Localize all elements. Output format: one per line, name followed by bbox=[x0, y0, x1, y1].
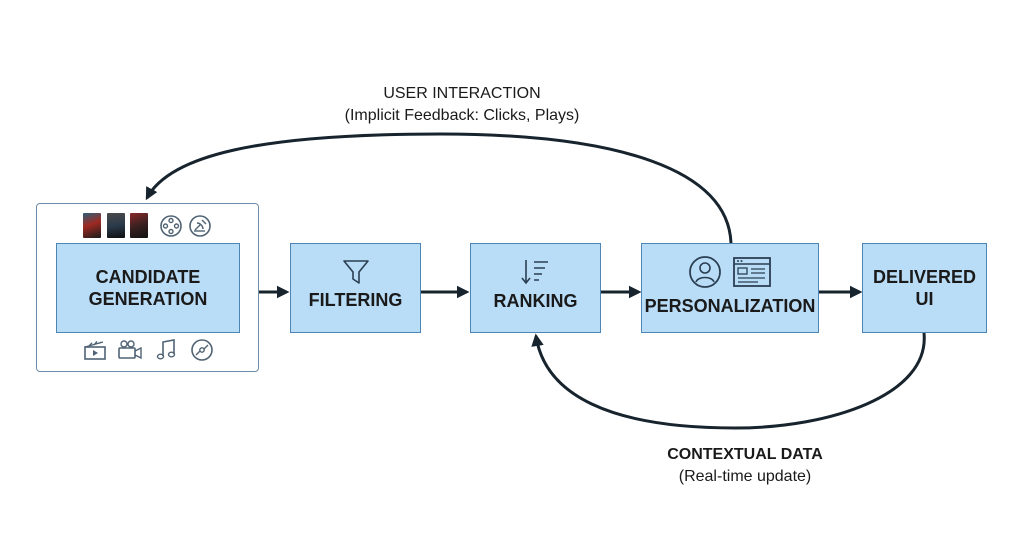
delivered-ui-label-line2: UI bbox=[915, 289, 934, 309]
satellite-dish-icon bbox=[189, 215, 211, 237]
contextual-data-caption: CONTEXTUAL DATA (Real-time update) bbox=[620, 444, 870, 488]
delivered-ui-label-line1: DELIVERED bbox=[872, 267, 977, 287]
personalization-label: PERSONALIZATION bbox=[644, 296, 816, 316]
video-camera-icon bbox=[118, 340, 142, 360]
contextual-data-loop-arrow bbox=[531, 332, 926, 430]
personalization-node: PERSONALIZATION bbox=[641, 243, 819, 333]
film-reel-icon bbox=[160, 215, 182, 237]
candidate-generation-label-line1: CANDIDATE bbox=[95, 267, 201, 287]
filtering-node: FILTERING bbox=[290, 243, 421, 333]
movie-poster-icon bbox=[107, 213, 125, 238]
user-interaction-title: USER INTERACTION bbox=[383, 85, 541, 102]
contextual-data-title: CONTEXTUAL DATA bbox=[667, 446, 823, 463]
vinyl-record-icon bbox=[191, 339, 213, 361]
funnel-icon bbox=[342, 260, 369, 284]
sort-descending-icon bbox=[520, 260, 548, 285]
movie-poster-icon bbox=[83, 213, 101, 238]
movie-poster-icon bbox=[130, 213, 148, 238]
contextual-data-subtitle: (Real-time update) bbox=[678, 468, 812, 485]
filtering-label: FILTERING bbox=[308, 290, 403, 310]
user-profile-icon bbox=[689, 256, 721, 288]
user-interaction-loop-arrow bbox=[145, 132, 733, 244]
candidate-generation-node: CANDIDATE GENERATION bbox=[56, 243, 240, 333]
ranking-node: RANKING bbox=[470, 243, 601, 333]
clapperboard-icon bbox=[84, 341, 106, 360]
ranking-label: RANKING bbox=[493, 291, 578, 311]
personalization-icons bbox=[688, 255, 772, 289]
candidate-generation-label-line2: GENERATION bbox=[88, 289, 208, 309]
music-note-icon bbox=[156, 339, 176, 360]
browser-window-icon bbox=[733, 257, 771, 287]
delivered-ui-node: DELIVERED UI bbox=[862, 243, 987, 333]
user-interaction-caption: USER INTERACTION (Implicit Feedback: Cli… bbox=[312, 83, 612, 127]
user-interaction-subtitle: (Implicit Feedback: Clicks, Plays) bbox=[344, 107, 580, 124]
